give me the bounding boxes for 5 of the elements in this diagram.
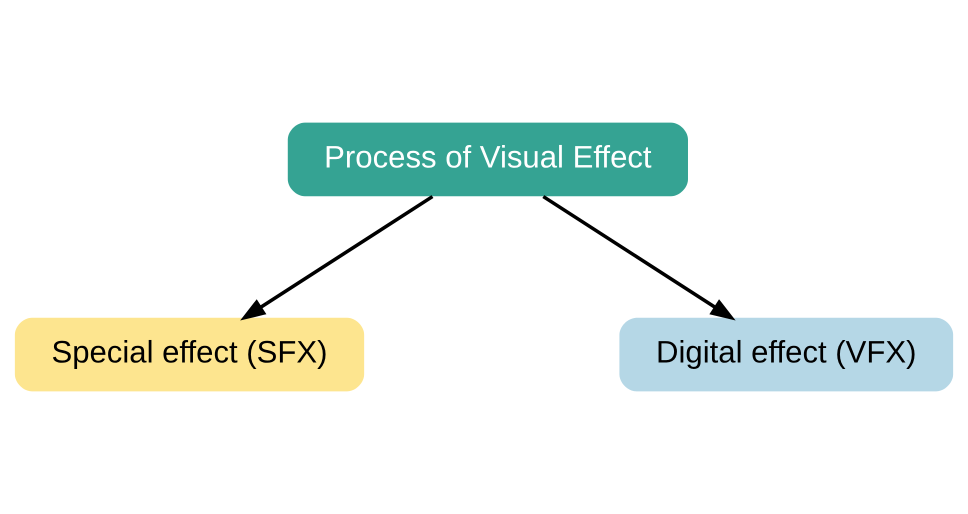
node-box: Digital effect (VFX) [619,318,954,392]
node-box: Process of Visual Effect [288,122,688,196]
arrow [240,195,434,321]
arrow [542,195,736,321]
node-box: Special effect (SFX) [14,318,364,392]
